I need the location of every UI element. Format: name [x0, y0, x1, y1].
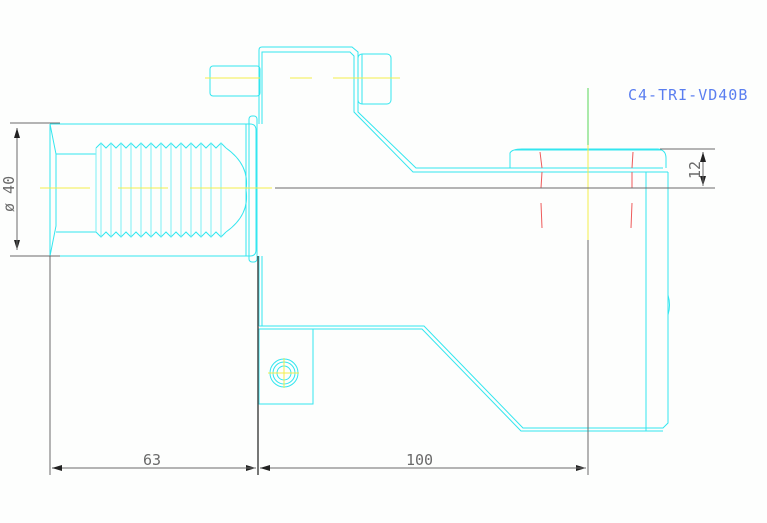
hidden-lines	[539, 151, 634, 229]
offset-dimension-text: 12	[686, 161, 704, 179]
body-outline	[209, 46, 670, 432]
dimension-diameter: ø 40	[0, 122, 60, 257]
part-number-label: C4-TRI-VD40B	[628, 86, 749, 104]
body-length-text: 100	[406, 451, 433, 469]
shank-outline	[49, 115, 258, 263]
shank-length-text: 63	[143, 451, 161, 469]
centerlines	[40, 77, 589, 240]
dimension-lengths: 63 100	[49, 240, 589, 475]
thread-teeth	[95, 142, 248, 238]
dimension-offset: 12	[275, 148, 715, 189]
diameter-dimension-text: ø 40	[0, 176, 18, 212]
